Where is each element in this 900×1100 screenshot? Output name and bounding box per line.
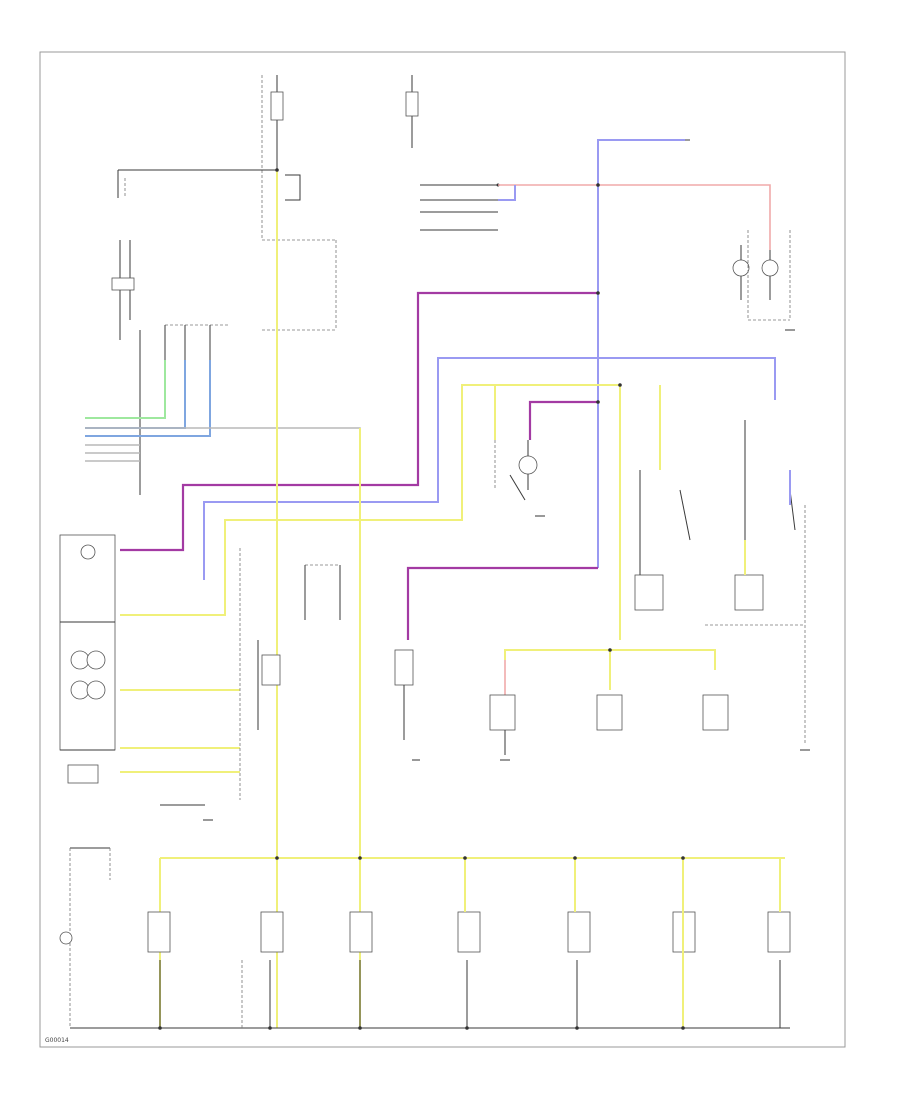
blue-wire-top [498, 185, 516, 201]
headlight-switch-inputs [420, 183, 500, 231]
door-switches-right [634, 420, 810, 751]
purple-wire-upper [120, 291, 598, 552]
diagram-code: G00014 [45, 1037, 69, 1044]
junction-dots [158, 168, 685, 1030]
tail-lamp-assembly [732, 230, 795, 331]
bottom-lamp-row [59, 858, 791, 1028]
diagram-border [39, 51, 846, 1048]
red-wire-top [498, 184, 771, 250]
blue-wire-loop [203, 357, 776, 580]
blue-main-vertical [597, 139, 685, 568]
combination-meter [59, 534, 116, 784]
fuse-block-top [117, 75, 419, 690]
purple-wire-lower [406, 566, 598, 640]
green-wire [85, 360, 166, 419]
yellow-wire-upper [120, 384, 620, 616]
purple-wire-branch [528, 400, 598, 440]
connector-block-left [111, 240, 230, 495]
center-lamp [494, 440, 545, 517]
rear-switches [394, 649, 729, 761]
